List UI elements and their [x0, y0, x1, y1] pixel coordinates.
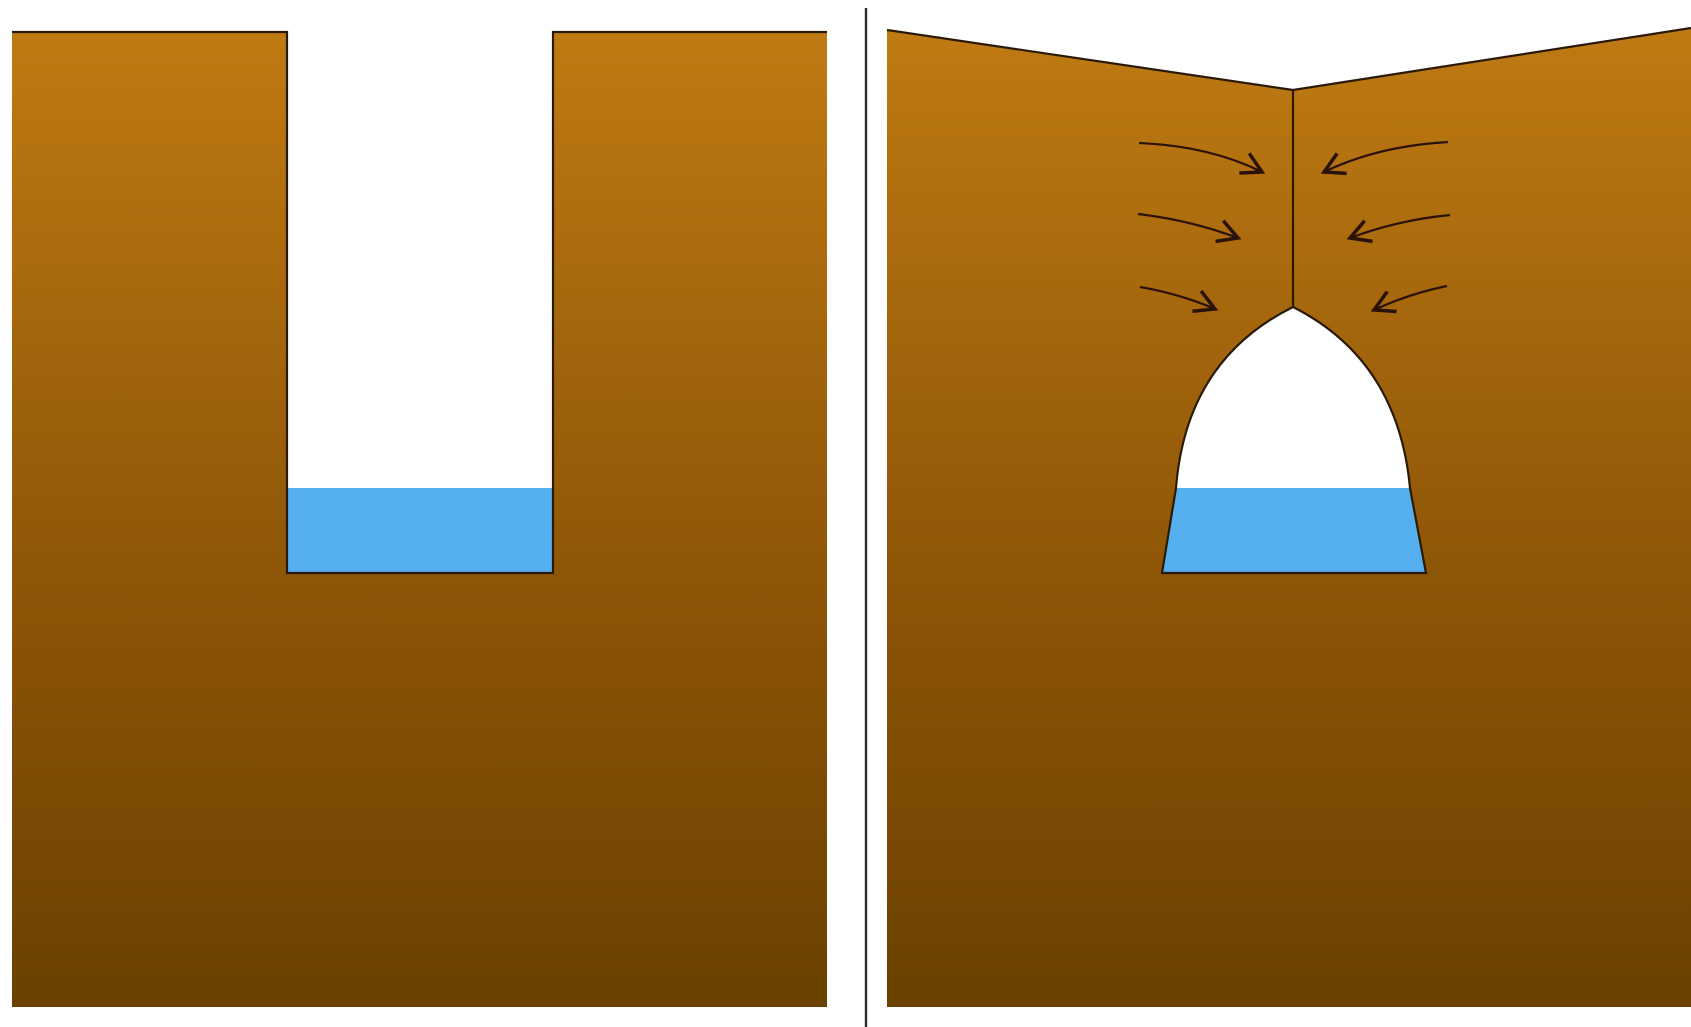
left-water-pool — [287, 488, 553, 573]
left-excavation-outline — [12, 30, 827, 575]
right-water-pool — [1162, 488, 1426, 573]
arrow-left-top — [1138, 141, 1266, 175]
arrow-right-bottom — [1370, 284, 1448, 314]
left-soil-body — [12, 32, 827, 1007]
arrow-right-top — [1320, 140, 1449, 176]
right-panel — [886, 26, 1691, 1007]
arrow-left-bottom — [1139, 285, 1219, 314]
arrow-right-middle — [1346, 213, 1451, 244]
arrow-left-middle — [1137, 212, 1242, 244]
right-cavity-outline — [1160, 305, 1428, 575]
right-cavity-void — [1176, 307, 1410, 488]
pressure-arrows — [1137, 140, 1451, 314]
left-panel — [12, 30, 827, 1007]
